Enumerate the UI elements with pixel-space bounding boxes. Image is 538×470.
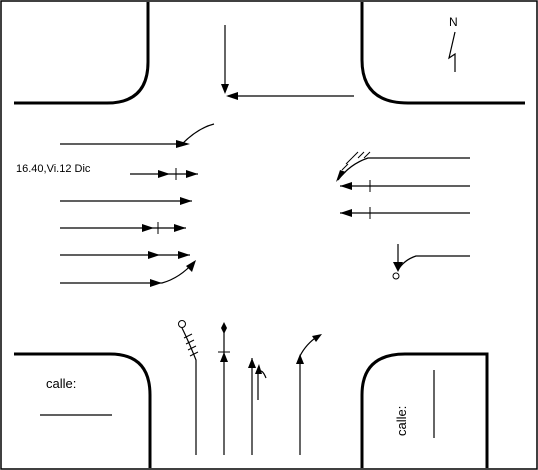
curb-bottom-right xyxy=(360,352,489,468)
curb-bottom-left xyxy=(14,352,152,468)
north-label: N xyxy=(449,15,458,29)
nb-through-1-arrowhead xyxy=(220,352,228,362)
west-approach-movements: 16.40,Vi.12 Dic xyxy=(16,123,215,287)
right-turn-arrowhead xyxy=(150,279,162,287)
curb-top-right xyxy=(360,2,525,105)
nb-through-2-right-branch xyxy=(257,370,267,400)
through-3-arrowhead-a xyxy=(142,224,154,232)
eastbound-left-turn-lane xyxy=(60,123,215,145)
east-approach-movements xyxy=(336,151,470,280)
north-approach-movements xyxy=(221,25,354,100)
wb-right-marker xyxy=(392,272,400,280)
through-4-arrowhead-a xyxy=(148,251,160,259)
eastbound-right-turn-lane xyxy=(60,261,195,284)
westbound-arrowhead xyxy=(226,92,238,100)
south-approach-movements xyxy=(178,320,322,455)
through-1-arrowhead-a xyxy=(158,170,170,178)
through-1-arrowhead-b xyxy=(186,170,198,178)
northbound-left-turn-lane xyxy=(181,327,197,455)
street-label-bottom-right: calle: xyxy=(394,370,435,438)
street-label-left-text: calle: xyxy=(46,376,76,391)
street-label-right-text: calle: xyxy=(394,406,409,436)
north-arrow-icon: N xyxy=(448,15,458,72)
nb-right-arrowhead xyxy=(296,354,304,364)
hatched-turn-icon xyxy=(341,151,371,171)
right-turn-tip-arrowhead xyxy=(186,260,196,272)
eastbound-left-arrowhead xyxy=(176,140,190,148)
wb-right-arrowhead xyxy=(393,262,403,272)
nb-through-2-arrowhead xyxy=(248,358,256,368)
wb-through-1-arrowhead xyxy=(340,182,352,190)
nb-through-1-diamond xyxy=(221,322,227,334)
northbound-right-lane xyxy=(299,335,319,455)
through-2-arrowhead xyxy=(180,197,192,205)
timestamp-label: 16.40,Vi.12 Dic xyxy=(16,163,91,175)
westbound-left-turn-lane xyxy=(337,157,470,181)
westbound-left-arrowhead xyxy=(336,170,346,182)
street-label-bottom-left: calle: xyxy=(40,376,112,416)
westbound-right-turn-lane xyxy=(397,255,470,271)
curb-top-left xyxy=(14,2,150,105)
nb-left-marker xyxy=(178,320,186,328)
hatched-left-icon xyxy=(183,333,199,357)
nb-right-tip-arrowhead xyxy=(312,334,322,342)
wb-through-2-arrowhead xyxy=(340,209,352,217)
through-3-arrowhead-b xyxy=(174,224,186,232)
southbound-arrowhead xyxy=(221,84,229,94)
nb-through-2-branch-arrowhead xyxy=(255,364,262,374)
through-4-arrowhead-b xyxy=(178,251,190,259)
